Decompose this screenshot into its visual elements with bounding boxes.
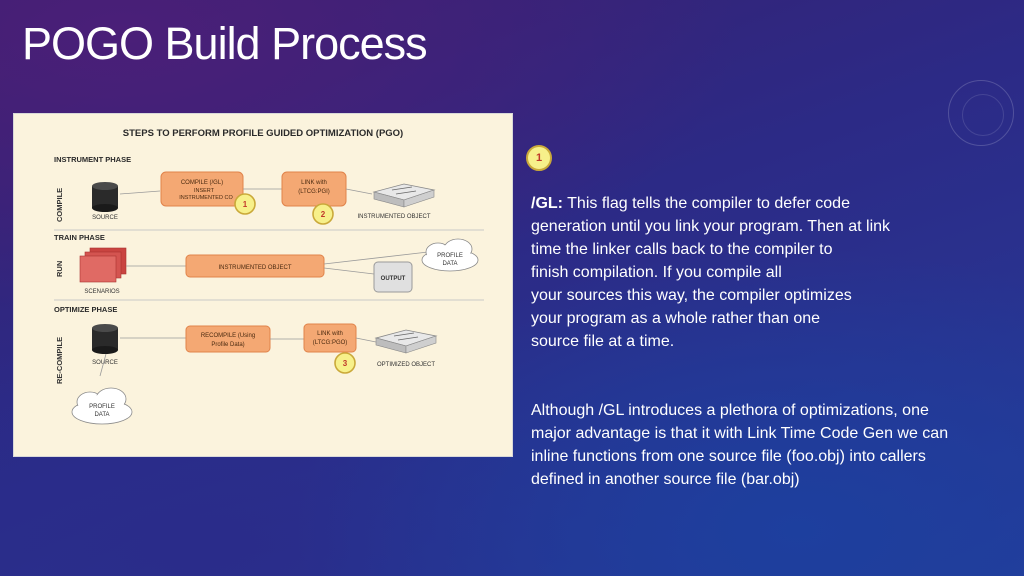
link-pgo-box [303,323,357,353]
compile-box-label: COMPILE (/GL) [181,180,223,186]
step-badge-3: 3 [334,352,356,374]
gl-advantage-paragraph: Although /GL introduces a plethora of op… [531,402,949,488]
connector [99,353,107,377]
optimized-object-icon [374,329,438,354]
recompile-box [185,325,271,353]
link-pgo-sublabel: (LTCG:PGO) [313,340,348,346]
profile-data-cloud-icon [421,238,479,272]
recompile-box-sublabel: Profile Data) [211,342,244,348]
phase-label-instrument: INSTRUMENT PHASE [54,155,131,164]
connector [323,251,429,265]
source-label: SOURCE [92,360,118,366]
step-badge-2: 2 [312,203,334,225]
instrumented-object-icon [372,183,436,208]
source-database-icon [92,182,118,212]
step-badge-1: 1 [234,193,256,215]
profile-data-label: DATA [94,412,109,418]
profile-data-label: DATA [442,261,457,267]
source-database-icon [92,324,118,354]
connector [323,267,375,275]
instrumented-object-box-label: INSTRUMENTED OBJECT [218,265,291,271]
profile-data-cloud-icon [71,387,133,425]
scenarios-label: SCENARIOS [84,289,119,295]
pgo-diagram: STEPS TO PERFORM PROFILE GUIDED OPTIMIZA… [14,114,512,456]
side-label-compile: COMPILE [55,188,64,222]
output-box [373,261,413,293]
svg-text:3: 3 [343,359,348,368]
instrumented-object-label: INSTRUMENTED OBJECT [357,214,430,220]
output-label: OUTPUT [381,276,406,282]
callout-badge: 1 [526,145,552,171]
decorative-ring [948,80,1014,146]
side-label-run: RUN [55,261,64,277]
gl-flag-explanation: /GL: This flag tells the compiler to def… [531,192,1001,353]
connector [355,337,377,343]
slide-title: POGO Build Process [22,18,428,69]
connector [345,188,373,195]
optimized-object-label: OPTIMIZED OBJECT [377,362,435,368]
instrumented-object-box [185,254,325,278]
svg-text:2: 2 [321,210,326,219]
diagram-title: STEPS TO PERFORM PROFILE GUIDED OPTIMIZA… [123,128,403,139]
gl-flag-body: This flag tells the compiler to defer co… [531,195,891,350]
link-pgi-sublabel: (LTCG:PGI) [298,189,330,195]
link-pgo-label: LINK with [317,331,343,337]
phase-label-train: TRAIN PHASE [54,233,105,242]
link-pgi-label: LINK with [301,180,327,186]
compile-box-sublabel: INSERT [194,188,215,194]
connector [119,190,161,195]
profile-data-label: PROFILE [89,404,115,410]
recompile-box-label: RECOMPILE (Using [201,333,255,339]
compile-box-sublabel: INSTRUMENTED CO [179,195,233,201]
source-label: SOURCE [92,215,118,221]
pgo-diagram-figure: STEPS TO PERFORM PROFILE GUIDED OPTIMIZA… [13,113,513,457]
decorative-ring-inner [962,94,1004,136]
profile-data-label: PROFILE [437,253,463,259]
svg-text:1: 1 [243,200,248,209]
gl-flag-lead: /GL: [531,195,563,212]
scenarios-icon [79,247,127,283]
side-label-recompile: RE-COMPILE [55,337,64,384]
phase-label-optimize: OPTIMIZE PHASE [54,305,117,314]
